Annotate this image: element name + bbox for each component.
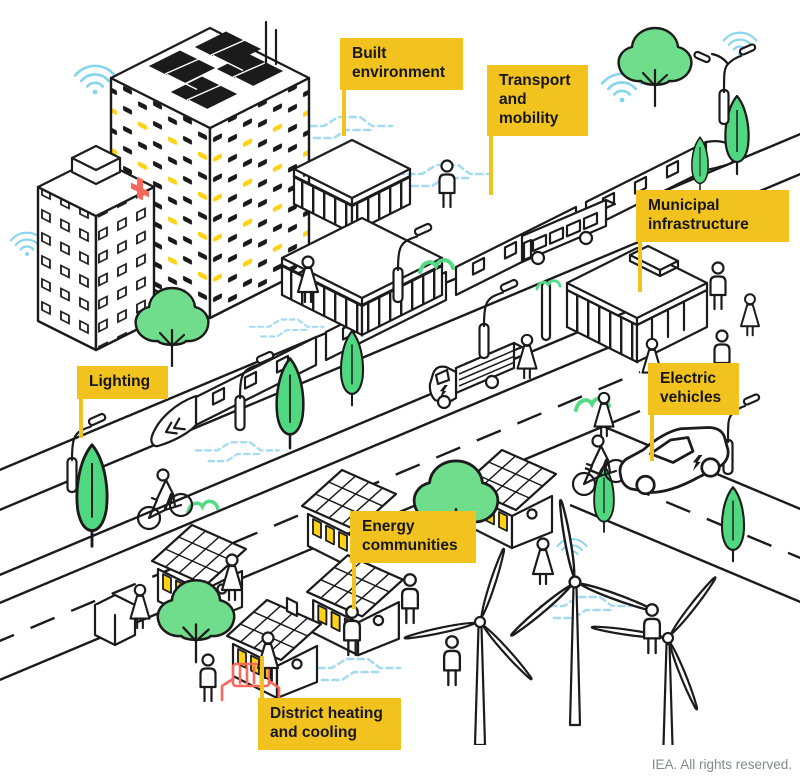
label-district-heating: District heating and cooling — [258, 698, 401, 750]
label-electric-vehicles: Electric vehicles — [648, 363, 740, 415]
roof-box — [70, 144, 122, 186]
cyclist — [136, 468, 194, 531]
label-built-environment: Built environment — [340, 38, 464, 90]
pedestrian — [531, 537, 555, 586]
label-lighting: Lighting — [77, 366, 169, 399]
direction-chevron-icon — [164, 417, 186, 435]
copyright-note: IEA. All rights reserved. — [651, 757, 792, 772]
radiator-icon — [220, 662, 281, 703]
connector-electric-vehicles — [650, 412, 654, 461]
solar-house-cluster — [150, 448, 558, 703]
pedestrian — [642, 603, 662, 655]
connector-municipal — [638, 239, 642, 292]
connector-built-environment — [342, 86, 346, 136]
track-pole — [540, 280, 552, 342]
connector-transport — [489, 132, 493, 195]
city-bus — [520, 198, 617, 266]
pedestrian — [442, 635, 462, 687]
pedestrian — [516, 333, 538, 380]
rooftop-solar-panels — [148, 31, 284, 117]
red-cross-icon — [131, 176, 149, 201]
pedestrian — [740, 293, 760, 337]
pedestrian — [438, 159, 456, 209]
electric-delivery-van — [428, 341, 524, 410]
electric-car — [618, 426, 730, 496]
wind-turbine — [487, 486, 657, 727]
label-energy-communities: Energy communities — [350, 511, 476, 563]
district-heating-house — [220, 596, 323, 703]
street-lamp — [692, 42, 758, 126]
pedestrian — [199, 653, 217, 703]
city-illustration — [0, 20, 800, 745]
connector-lighting — [79, 397, 83, 438]
connector-district-heating — [260, 656, 264, 700]
pedestrian — [400, 573, 420, 625]
cypress-tree — [720, 486, 746, 563]
label-municipal-infrastructure: Municipal infrastructure — [636, 190, 789, 242]
label-transport-mobility: Transport and mobility — [487, 65, 589, 136]
wind-turbine — [588, 534, 771, 745]
wind-turbines — [401, 486, 771, 745]
wind-turbine — [401, 526, 570, 745]
chimney — [285, 596, 299, 618]
connector-energy-communities — [352, 560, 356, 609]
hospital — [36, 144, 156, 352]
pedestrian — [709, 261, 727, 311]
high-speed-train — [150, 140, 739, 448]
storage-box — [93, 593, 137, 647]
antenna-icon — [264, 20, 278, 72]
